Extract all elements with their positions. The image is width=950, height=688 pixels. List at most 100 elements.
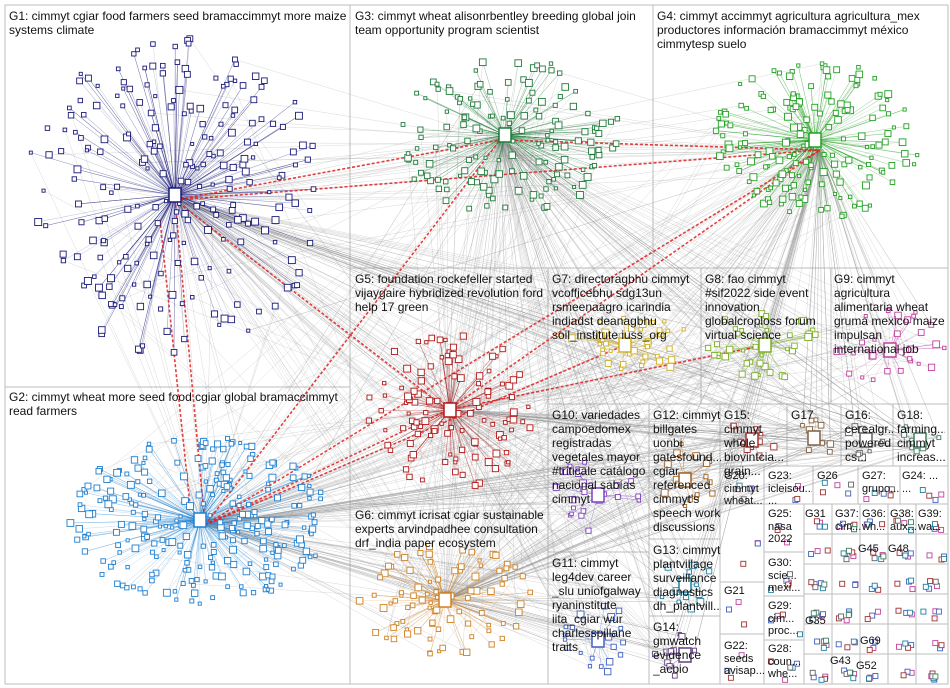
node	[840, 550, 847, 557]
node	[610, 643, 617, 650]
node	[193, 202, 200, 210]
nodes-g6	[355, 543, 533, 657]
node	[468, 548, 476, 556]
node	[71, 176, 77, 182]
node	[763, 313, 770, 319]
node	[666, 345, 673, 352]
node	[418, 134, 424, 140]
node	[95, 283, 103, 292]
node	[97, 498, 103, 504]
node	[182, 532, 190, 540]
group-label-g12: G12: cimmyt billgates uonbi gatesfound..…	[653, 408, 721, 534]
nodes-g1	[28, 35, 317, 356]
node	[803, 187, 808, 192]
node	[872, 337, 877, 342]
node	[241, 167, 250, 176]
node	[492, 449, 501, 458]
node	[557, 70, 563, 76]
node	[927, 578, 934, 585]
node	[766, 199, 773, 205]
node	[941, 555, 947, 562]
node	[265, 528, 273, 536]
node	[444, 357, 453, 366]
node	[274, 494, 281, 502]
node	[751, 193, 756, 198]
node	[509, 415, 518, 424]
node	[385, 562, 392, 570]
node	[574, 470, 582, 477]
node	[269, 573, 276, 580]
node	[467, 178, 475, 186]
node	[600, 350, 606, 357]
hub-node	[678, 647, 692, 663]
node	[741, 348, 746, 353]
node	[866, 161, 872, 168]
node	[850, 638, 857, 645]
node	[150, 41, 156, 47]
node	[131, 584, 136, 590]
node	[134, 260, 139, 266]
node	[232, 56, 238, 63]
node	[573, 88, 578, 94]
node	[500, 621, 506, 626]
node	[221, 237, 226, 242]
node	[184, 178, 192, 186]
node	[509, 408, 518, 417]
node	[552, 102, 558, 108]
node	[706, 568, 713, 575]
node	[640, 359, 646, 365]
node	[122, 493, 130, 500]
node	[435, 185, 442, 192]
node	[499, 635, 505, 642]
highlight-edge	[447, 149, 821, 411]
node	[125, 564, 130, 570]
node	[230, 560, 238, 568]
node	[306, 488, 314, 496]
node	[932, 521, 938, 527]
node	[926, 492, 933, 499]
node	[543, 159, 549, 165]
node	[387, 447, 394, 453]
node	[183, 162, 189, 168]
node	[486, 368, 492, 374]
node	[772, 179, 780, 187]
node	[723, 164, 730, 171]
node	[519, 573, 526, 580]
node	[142, 516, 147, 522]
node	[218, 532, 226, 540]
node	[545, 133, 550, 138]
node	[554, 121, 563, 130]
group-label-g27: G27: grupo...	[862, 470, 900, 495]
node	[383, 428, 388, 433]
node	[410, 592, 417, 599]
node	[471, 438, 479, 446]
node	[789, 172, 795, 179]
node	[448, 452, 453, 457]
node	[605, 658, 614, 666]
node	[403, 364, 412, 373]
node	[213, 212, 220, 218]
node	[869, 352, 877, 360]
node	[190, 295, 195, 300]
node	[473, 68, 478, 73]
node	[779, 195, 787, 203]
node	[265, 587, 270, 592]
node	[579, 479, 587, 488]
node	[790, 91, 796, 97]
node	[310, 512, 316, 518]
node	[716, 152, 724, 160]
node	[839, 580, 846, 587]
node	[264, 520, 272, 528]
node	[419, 477, 425, 483]
node	[472, 397, 481, 406]
node	[768, 586, 774, 593]
node	[790, 123, 798, 132]
node	[449, 351, 457, 359]
node	[159, 537, 166, 543]
group-box-small	[887, 593, 917, 625]
node	[164, 199, 169, 204]
node	[607, 118, 614, 125]
node	[851, 350, 856, 356]
node	[809, 669, 816, 676]
node	[275, 203, 283, 212]
